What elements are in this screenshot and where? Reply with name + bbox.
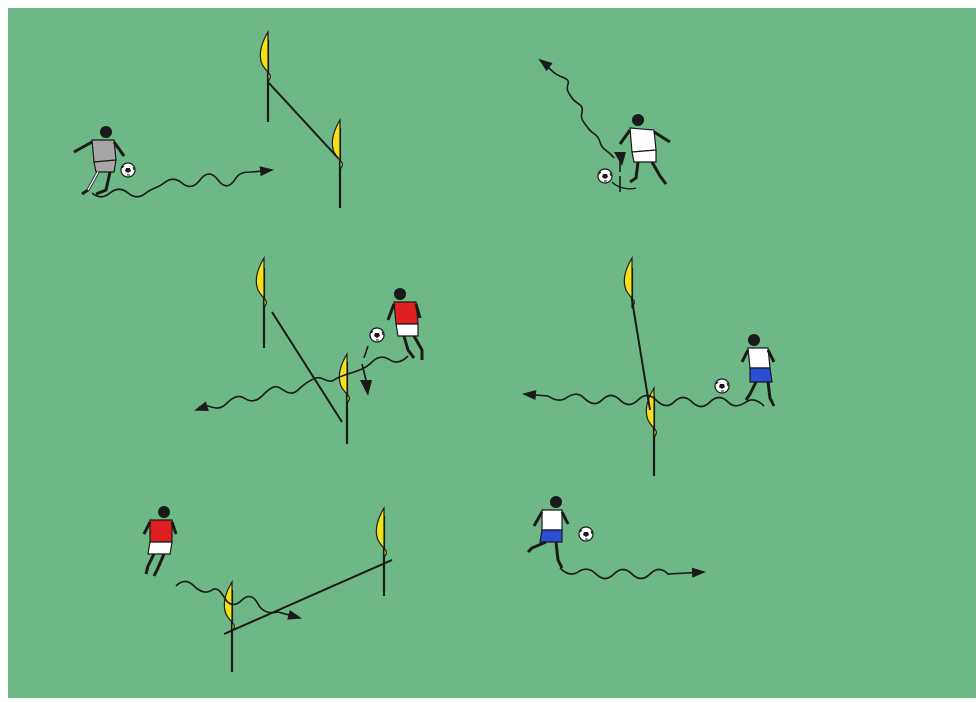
ball bbox=[598, 169, 612, 183]
ball bbox=[121, 163, 135, 177]
field bbox=[8, 8, 976, 698]
ball bbox=[579, 527, 593, 541]
ball bbox=[715, 379, 729, 393]
ball bbox=[370, 328, 384, 342]
